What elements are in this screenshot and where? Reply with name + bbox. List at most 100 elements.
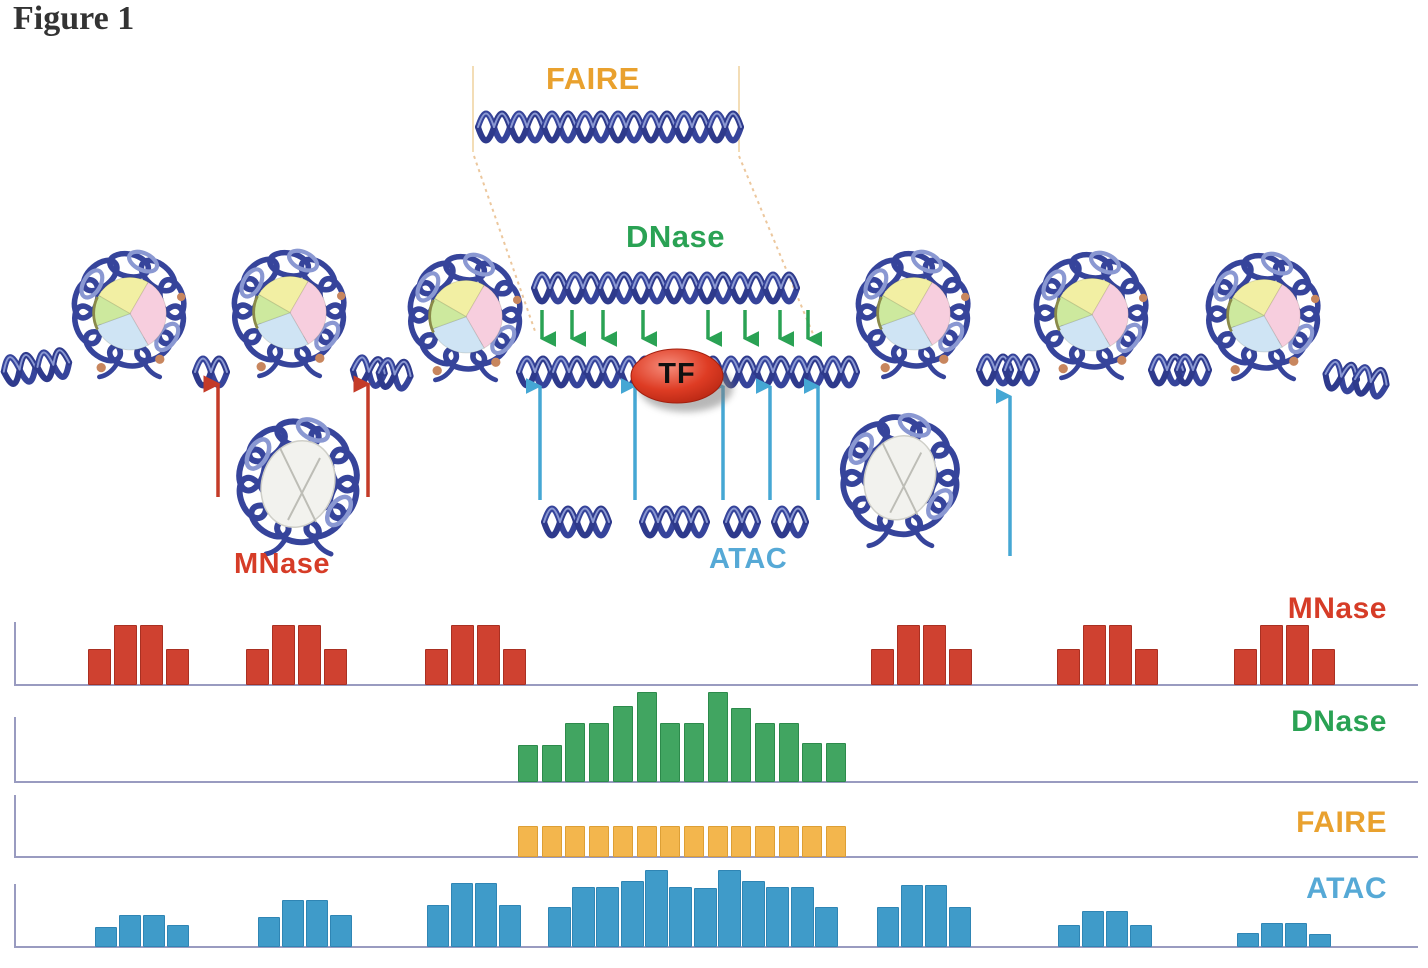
atac-signal-bar: [901, 885, 923, 947]
atac-signal-bar: [949, 907, 971, 947]
atac-signal-bar: [427, 905, 449, 947]
mnase-signal-bar: [923, 625, 946, 685]
nucleosome-6: [1204, 250, 1322, 379]
atac-signal-bar: [451, 883, 473, 947]
dnase-signal-track: [0, 692, 1428, 783]
mnase-released-nucleosome: [235, 415, 362, 554]
tf-protein: [630, 348, 733, 412]
atac-signal-bar: [645, 870, 668, 947]
faire-track-axis: [14, 795, 1418, 858]
mnase-signal-bar: [1083, 625, 1106, 685]
atac-signal-bar: [1130, 925, 1152, 947]
mnase-signal-bar: [324, 649, 347, 685]
mnase-signal-bar: [503, 649, 526, 685]
dnase-signal-bar: [637, 692, 657, 782]
atac-signal-bar: [258, 917, 280, 947]
mnase-signal-bar: [140, 625, 163, 685]
mnase-arrows: [218, 384, 368, 497]
atac-signal-bar: [1082, 911, 1104, 947]
mnase-signal-bar: [451, 625, 474, 685]
mnase-signal-bar: [298, 625, 321, 685]
mnase-signal-bar: [114, 625, 137, 685]
dnase-signal-bar: [731, 708, 751, 782]
atac-signal-bar: [596, 887, 619, 947]
nucleosome-1: [70, 248, 188, 377]
dnase-signal-bar: [518, 745, 538, 782]
atac-track-axis: [14, 884, 1418, 948]
atac-signal-track: [0, 870, 1428, 948]
figure-title: Figure 1: [13, 0, 135, 37]
dnase-track-bars: [0, 692, 1428, 783]
atac-signal-bar: [1309, 934, 1331, 947]
atac-signal-bar: [95, 927, 117, 947]
mnase-signal-bar: [1312, 649, 1335, 685]
faire-signal-bar: [565, 826, 585, 857]
dnase-signal-bar: [565, 723, 585, 782]
nucleosome-5: [1032, 249, 1150, 378]
dnase-signal-bar: [708, 692, 728, 782]
track-label-mnase: MNase: [1287, 592, 1387, 625]
atac-signal-bar: [669, 887, 692, 947]
mnase-signal-bar: [1260, 625, 1283, 685]
mnase-signal-bar: [1057, 649, 1080, 685]
dnase-signal-bar: [542, 745, 562, 782]
atac-signal-bar: [143, 915, 165, 947]
atac-signal-bar: [621, 881, 644, 947]
atac-track-bars: [0, 870, 1428, 948]
faire-signal-bar: [518, 826, 538, 857]
mnase-signal-bar: [871, 649, 894, 685]
atac-signal-bar: [1058, 925, 1080, 947]
dnase-signal-bar: [755, 723, 775, 782]
faire-signal-bar: [802, 826, 822, 857]
faire-signal-bar: [779, 826, 799, 857]
faire-dna-fragment: [478, 114, 741, 141]
mnase-assay-label: MNase: [234, 548, 330, 580]
atac-signal-bar: [1106, 911, 1128, 947]
dnase-dna-fragment: [534, 275, 797, 302]
mnase-signal-bar: [88, 649, 111, 685]
atac-signal-bar: [925, 885, 947, 947]
atac-signal-bar: [475, 883, 497, 947]
faire-signal-bar: [755, 826, 775, 857]
dnase-arrows: [540, 310, 808, 339]
dnase-signal-bar: [684, 723, 704, 782]
atac-released-nucleosome: [838, 411, 961, 546]
mnase-track-axis: [14, 622, 1418, 686]
atac-signal-bar: [499, 905, 521, 947]
dnase-signal-bar: [589, 723, 609, 782]
track-label-faire: FAIRE: [1296, 806, 1387, 839]
atac-signal-bar: [718, 870, 741, 947]
atac-signal-bar: [1237, 933, 1259, 947]
mnase-signal-track: [0, 622, 1428, 686]
faire-signal-bar: [826, 826, 846, 857]
dnase-signal-bar: [779, 723, 799, 782]
nucleosome-3: [406, 251, 524, 380]
atac-signal-bar: [572, 887, 595, 947]
nucleosome-2: [230, 247, 348, 376]
nucleosome-4: [854, 248, 972, 377]
tf-label: TF: [658, 358, 696, 390]
dnase-signal-bar: [802, 743, 822, 782]
atac-signal-bar: [694, 888, 717, 947]
atac-signal-bar: [766, 887, 789, 947]
faire-assay-label: FAIRE: [546, 61, 640, 96]
atac-signal-bar: [167, 925, 189, 947]
atac-signal-bar: [791, 887, 814, 947]
faire-track-bars: [0, 795, 1428, 858]
mnase-signal-bar: [272, 625, 295, 685]
dnase-assay-label: DNase: [626, 219, 725, 254]
faire-signal-bar: [542, 826, 562, 857]
atac-signal-bar: [306, 900, 328, 947]
atac-signal-bar: [282, 900, 304, 947]
mnase-signal-bar: [425, 649, 448, 685]
mnase-signal-bar: [166, 649, 189, 685]
faire-signal-bar: [660, 826, 680, 857]
atac-signal-bar: [330, 915, 352, 947]
mnase-signal-bar: [1135, 649, 1158, 685]
atac-signal-bar: [877, 907, 899, 947]
mnase-signal-bar: [246, 649, 269, 685]
mnase-signal-bar: [949, 649, 972, 685]
faire-signal-bar: [684, 826, 704, 857]
atac-signal-bar: [742, 881, 765, 947]
faire-signal-bar: [637, 826, 657, 857]
